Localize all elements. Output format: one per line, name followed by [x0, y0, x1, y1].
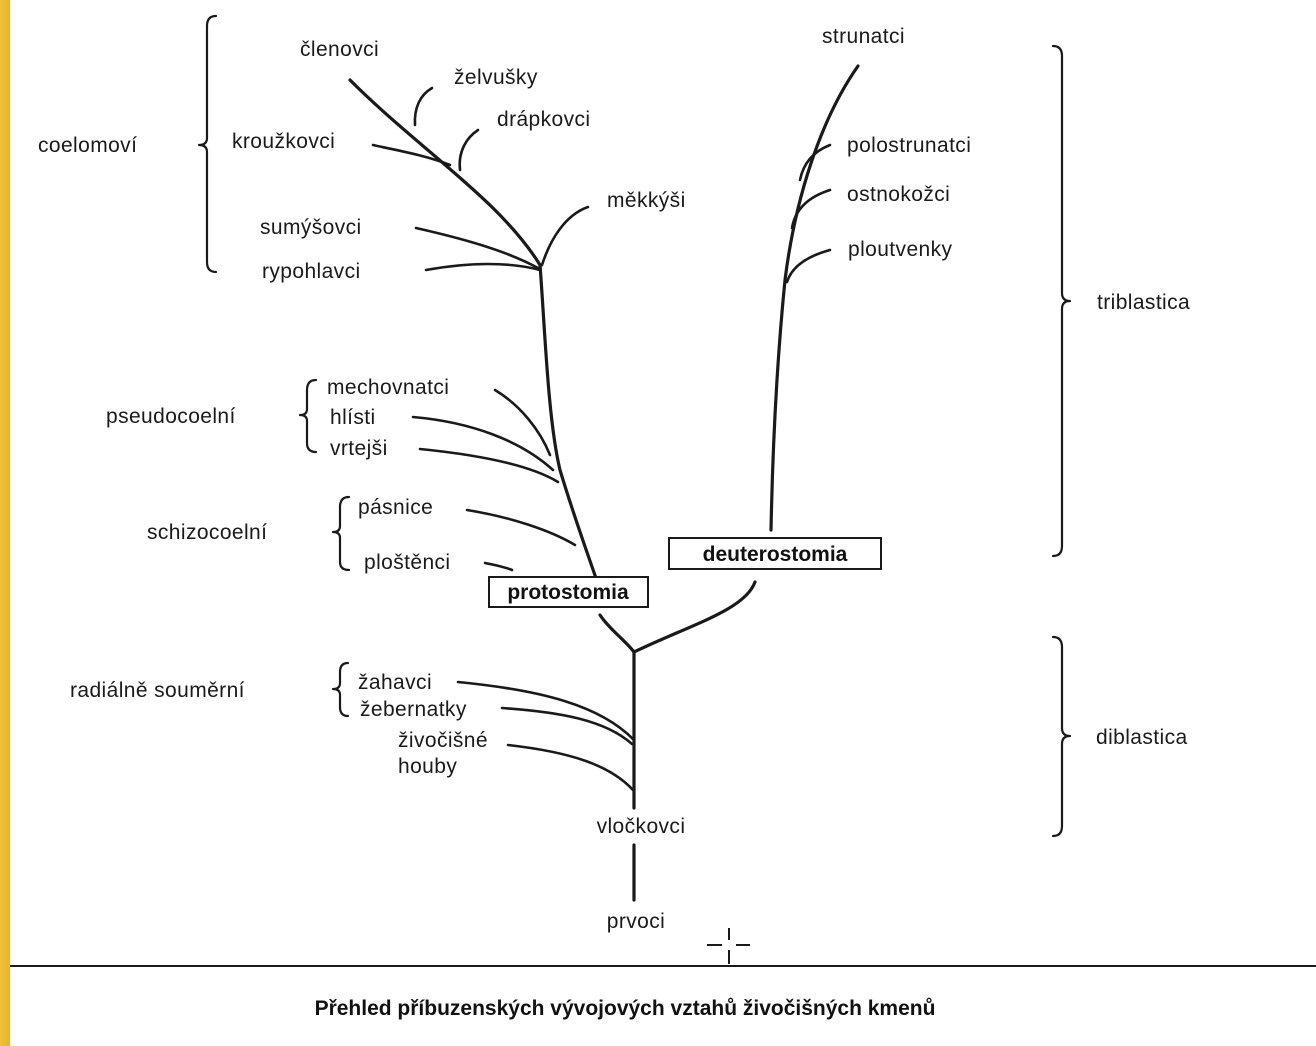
label-houby: houby	[398, 755, 457, 778]
deuterostomia-box	[668, 537, 882, 570]
label-vrtejsi: vrtejši	[330, 437, 388, 460]
bracket-schizocoelni	[331, 495, 351, 572]
label-strunatci: strunatci	[822, 25, 905, 48]
label-pasnice: pásnice	[358, 496, 433, 519]
bracket-radialne-soumerni	[331, 661, 350, 718]
label-zahavci: žahavci	[358, 671, 432, 694]
branch-polostrunatci	[798, 143, 832, 182]
bracket-coelomovi	[197, 14, 218, 274]
label-schizocoelni: schizocoelní	[147, 521, 267, 544]
label-radialne-soumerni: radiálně souměrní	[70, 679, 245, 702]
label-pseudocoelni: pseudocoelní	[106, 405, 236, 428]
branch-zelvusky	[413, 86, 434, 127]
branch-mechovnatci	[493, 388, 552, 457]
label-rypohlavci: rypohlavci	[262, 260, 361, 283]
label-drapkovci: drápkovci	[497, 108, 590, 131]
deuterostome-base	[632, 580, 757, 654]
label-zivocisne: živočišné	[398, 729, 488, 752]
label-clenovci: členovci	[300, 38, 379, 61]
branch-drapkovci	[458, 128, 480, 172]
label-triblastica: triblastica	[1097, 291, 1190, 314]
label-plostenci: ploštěnci	[364, 551, 450, 574]
protostomia-box	[488, 576, 649, 608]
branch-ploutvenky	[785, 248, 832, 284]
protostomia-label: protostomia	[507, 581, 629, 604]
branch-houby	[506, 743, 635, 792]
branch-sumysovci	[414, 226, 540, 270]
branch-plostenci	[483, 561, 514, 572]
deuterostomia-label: deuterostomia	[703, 543, 848, 566]
label-mechovnatci: mechovnatci	[327, 376, 449, 399]
bracket-triblastica	[1051, 44, 1072, 558]
label-hlisti: hlísti	[330, 406, 376, 429]
label-diblastica: diblastica	[1096, 726, 1188, 749]
branch-krouzkovci	[371, 143, 452, 167]
label-sumysovci: sumýšovci	[260, 216, 362, 239]
label-ostnokozci: ostnokožci	[847, 183, 950, 206]
protostome-base	[598, 613, 636, 654]
branch-vrtejsi	[418, 447, 560, 484]
label-zebernatky: žebernatky	[360, 698, 467, 721]
label-krouzkovci: kroužkovci	[232, 130, 335, 153]
label-polostrunatci: polostrunatci	[847, 134, 971, 157]
branch-zebernatky	[500, 706, 634, 746]
branch-rypohlavci	[424, 262, 542, 272]
figure-caption: Přehled příbuzenských vývojových vztahů …	[315, 997, 936, 1020]
crosshair-icon	[707, 928, 750, 964]
label-coelomovi: coelomoví	[38, 134, 137, 157]
branch-zahavci	[456, 680, 636, 742]
deuterostome-trunk	[769, 64, 860, 532]
bracket-diblastica	[1051, 635, 1072, 838]
branch-mekkysi	[540, 205, 590, 267]
branch-hlisti	[411, 415, 555, 472]
accent-stripe	[0, 0, 10, 1046]
label-mekkysi: měkkýši	[607, 189, 686, 212]
label-zelvusky: želvušky	[454, 66, 538, 89]
bracket-pseudocoelni	[298, 378, 318, 454]
branch-pasnice	[465, 508, 577, 547]
label-prvoci: prvoci	[607, 910, 665, 933]
label-vlockovci: vločkovci	[597, 815, 686, 838]
branch-ostnokozci	[790, 188, 832, 230]
label-ploutvenky: ploutvenky	[848, 238, 952, 261]
